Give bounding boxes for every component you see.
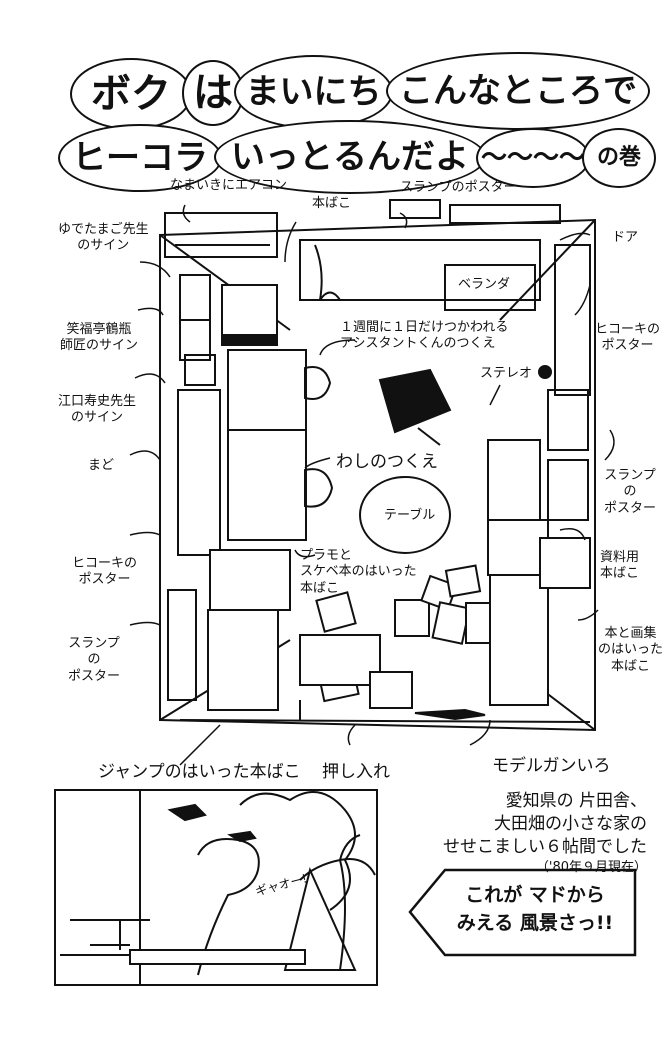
label-stamp-poster-left: スランプ の ポスター: [68, 636, 121, 684]
title-text: ボク: [91, 71, 171, 117]
resource-bookbox: [487, 519, 549, 576]
comic-panel: [54, 789, 378, 986]
caption-line2: 大田畑の小さな家の: [494, 813, 647, 834]
label-model-guns: モデルガンいろ: [492, 756, 611, 776]
my-desk: [227, 429, 307, 541]
label-stereo: ステレオ: [480, 366, 533, 381]
label-hikoki-right: ヒコーキの ポスター: [595, 322, 661, 354]
label-bookbox-top: 本ばこ: [312, 196, 352, 211]
bookbox-top: [221, 284, 278, 341]
title-text: いっとるんだよ: [231, 137, 469, 177]
label-shofukutei: 笑福亭鶴瓶 師匠のサイン: [60, 322, 139, 354]
title-bubble-wave: 〜〜〜〜: [476, 128, 590, 188]
title-bubble-wa: は: [182, 60, 244, 126]
title-bubble-ittorundayo: いっとるんだよ: [214, 120, 486, 194]
title-text: こんなところで: [399, 71, 637, 111]
pterodactyl: [167, 803, 207, 822]
label-plamo-box: プラモと スケベ本のはいった 本ばこ: [300, 548, 417, 596]
label-aircon: なまいきにエアコン: [170, 178, 288, 193]
jump-bookbox: [207, 609, 279, 711]
title-bubble-konnatokorode: こんなところで: [386, 52, 650, 130]
label-eguchi: 江口寿史先生 のサイン: [58, 394, 137, 426]
label-closet: 押し入れ: [322, 762, 390, 782]
poster-left: [167, 589, 197, 701]
title-bubble-nomaki: の巻: [582, 128, 656, 188]
arrow-note-line2: みえる 風景さっ!!: [456, 911, 614, 934]
caption-line1: 愛知県の 片田舎、: [505, 791, 647, 811]
label-window: まど: [88, 458, 115, 473]
chair: [378, 368, 452, 434]
label-assistant-desk: １週間に１日だけつかわれる アシスタントくんのつくえ: [340, 320, 509, 352]
books-bookbox: [489, 574, 549, 706]
label-stamp-poster-top: スランプのポスター: [400, 180, 517, 195]
caption: 愛知県の 片田舎、 大田畑の小さな家の せせこましい６帖間でした （'80年９月…: [443, 790, 647, 876]
label-resource-box: 資料用 本ばこ: [600, 550, 640, 582]
panel-frame: [54, 789, 378, 986]
title-text: 〜〜〜〜: [480, 143, 585, 173]
label-stamp-poster-right: スランプ の ポスター: [604, 468, 657, 516]
title-text: は: [193, 70, 233, 116]
veranda-sign: [444, 264, 536, 311]
table: [359, 476, 451, 554]
arrow-note-line1: これが マドから: [465, 884, 605, 906]
door: [554, 244, 591, 396]
arrow-note-text: これが マドから みえる 風景さっ!!: [440, 882, 630, 937]
label-my-desk: わしのつくえ: [336, 452, 438, 472]
label-books-box: 本と画集 のはいった 本ばこ: [598, 626, 664, 674]
assistant-desk: [227, 349, 307, 433]
label-yudetamago: ゆでたまご先生 のサイン: [58, 222, 149, 254]
plamo-bookbox: [209, 549, 291, 611]
window-left: [177, 389, 221, 556]
title-text: の巻: [596, 145, 641, 170]
closet-box: [299, 634, 381, 686]
dinosaur: [197, 838, 260, 976]
caption-line3: せせこましい６帖間でした: [443, 836, 647, 857]
title-text: ヒーコラ: [72, 138, 208, 178]
aircon-unit: [164, 212, 278, 258]
stereo-cabinet: [487, 439, 541, 521]
poster-top-1: [389, 199, 441, 219]
poster-top-2: [449, 204, 561, 224]
note-arrow: [408, 868, 637, 957]
label-jump-box: ジャンプのはいった本ばこ: [98, 762, 301, 782]
caption-date: （'80年９月現在）: [535, 859, 647, 875]
title-text: まいにち: [245, 72, 382, 112]
title-bubble-boku: ボク: [70, 58, 192, 130]
label-hikoki-left: ヒコーキの ポスター: [72, 556, 138, 588]
title-bubble-hiikora: ヒーコラ: [58, 124, 222, 192]
label-table: テーブル: [384, 508, 436, 523]
label-veranda: ベランダ: [458, 277, 511, 292]
veranda-window: [299, 239, 541, 301]
label-door: ドア: [612, 230, 639, 245]
title-bubble-mainichi: まいにち: [234, 55, 393, 129]
model-guns: [414, 708, 486, 721]
